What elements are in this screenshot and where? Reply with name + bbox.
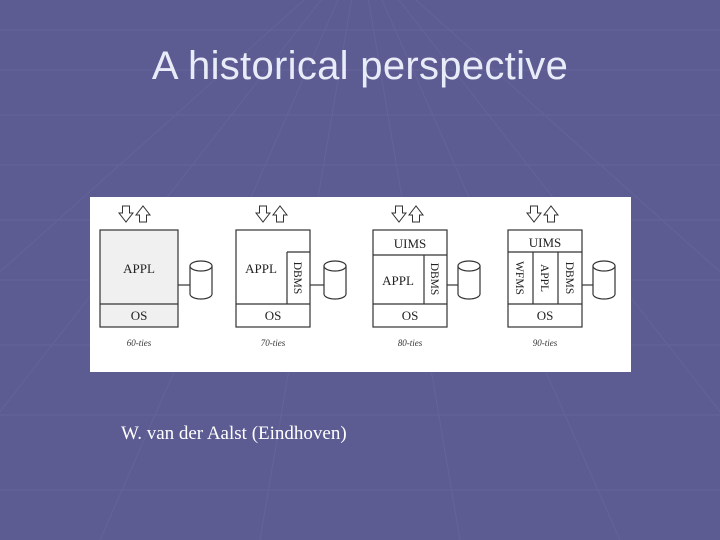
dbms-label: DBMS	[291, 262, 303, 295]
os-label: OS	[131, 308, 148, 323]
application-box	[507, 229, 583, 328]
stack-80-ties: UIMS APPL DBMS OS 80-ties	[372, 205, 481, 348]
appl-label: APPL	[123, 261, 155, 276]
os-label: OS	[402, 308, 419, 323]
os-label: OS	[265, 308, 282, 323]
wfms-label: WFMS	[513, 261, 525, 295]
arrow-up-icon	[135, 205, 151, 223]
arrow-down-icon	[526, 205, 542, 223]
arrow-up-icon	[543, 205, 559, 223]
dbms-label: DBMS	[563, 262, 575, 295]
dbms-label: DBMS	[428, 263, 440, 296]
arrow-down-icon	[391, 205, 407, 223]
stack-60-ties: APPL OS 60-ties	[99, 205, 213, 348]
appl-label: APPL	[245, 261, 277, 276]
era-label: 60-ties	[127, 338, 152, 348]
era-label: 70-ties	[261, 338, 286, 348]
uims-label: UIMS	[394, 236, 427, 251]
slide-title: A historical perspective	[151, 44, 569, 88]
database-icon	[457, 260, 481, 300]
stack-90-ties: UIMS WFMS APPL DBMS OS 90-ties	[507, 205, 616, 348]
arrow-up-icon	[272, 205, 288, 223]
application-box	[235, 229, 311, 328]
stack-70-ties: APPL DBMS OS 70-ties	[235, 205, 347, 348]
database-icon	[189, 260, 213, 300]
uims-label: UIMS	[529, 235, 562, 250]
database-icon	[592, 260, 616, 300]
era-label: 90-ties	[533, 338, 558, 348]
architecture-diagram: APPL OS 60-ties APPL DBMS OS 70-ties	[90, 197, 631, 372]
arrow-down-icon	[118, 205, 134, 223]
application-box	[99, 229, 179, 328]
appl-label: APPL	[538, 264, 550, 292]
slide-caption: W. van der Aalst (Eindhoven)	[121, 423, 347, 444]
os-label: OS	[537, 308, 554, 323]
arrow-down-icon	[255, 205, 271, 223]
era-label: 80-ties	[398, 338, 423, 348]
database-icon	[323, 260, 347, 300]
application-box	[372, 229, 448, 328]
arrow-up-icon	[408, 205, 424, 223]
appl-label: APPL	[382, 273, 414, 288]
